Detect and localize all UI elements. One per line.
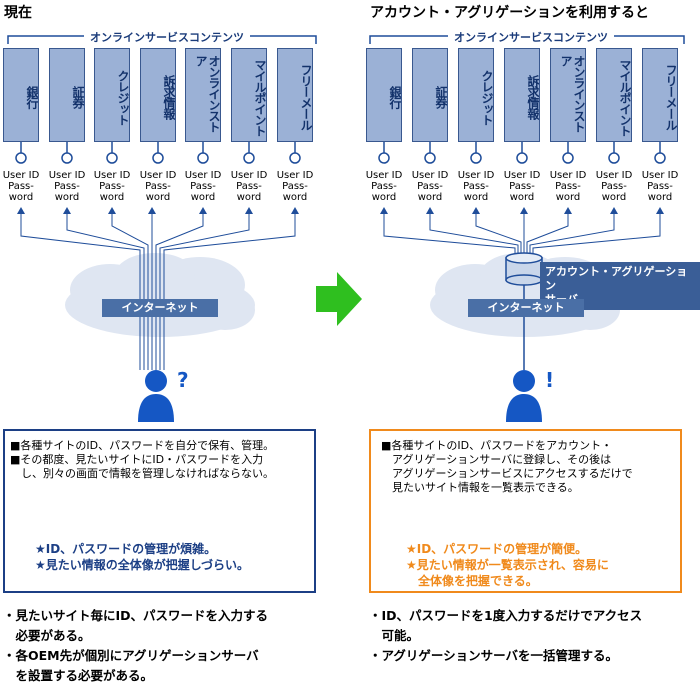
right-box-line: 見たいサイト情報を一覧表示できる。 — [381, 481, 579, 494]
left-service-securities: 証券 — [49, 48, 85, 142]
right-user-icon — [506, 370, 542, 422]
left-title: 現在 — [4, 5, 32, 21]
left-note-line: ・各OEM先が個別にアグリゲーションサーバ — [3, 648, 259, 663]
left-box-line: ■各種サイトのID、パスワードを自分で保有、管理。 — [10, 439, 275, 452]
right-note-line: ・ID、パスワードを1度入力するだけでアクセス — [369, 608, 643, 623]
right-box-line: アグリゲーションサーバに登録し、その後は — [381, 453, 612, 466]
right-result-line: ★ID、パスワードの管理が簡便。 — [406, 542, 588, 556]
left-result-line: ★見たい情報の全体像が把握しづらい。 — [35, 558, 250, 572]
left-service-bank: 銀行 — [3, 48, 39, 142]
right-internet-label: インターネット — [468, 299, 584, 317]
green-arrow-icon — [316, 272, 362, 326]
left-service-mail: フリーメール — [277, 48, 313, 142]
right-title: アカウント・アグリゲーションを利用すると — [370, 5, 650, 21]
left-service-credit: クレジット — [94, 48, 130, 142]
right-note-line: ・アグリゲーションサーバを一括管理する。 — [369, 648, 619, 663]
left-user-icon — [138, 370, 174, 422]
right-box-line: ■各種サイトのID、パスワードをアカウント・ — [381, 439, 613, 452]
left-result-line: ★ID、パスワードの管理が煩雑。 — [35, 542, 217, 556]
right-notes: ・ID、パスワードを1度入力するだけでアクセス 可能。 ・アグリゲーションサーバ… — [369, 606, 689, 666]
left-note-line: を設置する必要がある。 — [3, 668, 154, 683]
right-result-line: ★見たい情報が一覧表示され、容易に — [406, 558, 609, 572]
right-service-info: 訴求情報 — [504, 48, 540, 142]
right-services-header: オンラインサービスコンテンツ — [448, 29, 614, 45]
right-info-box: ■各種サイトのID、パスワードをアカウント・ アグリゲーションサーバに登録し、そ… — [369, 429, 682, 593]
right-service-securities: 証券 — [412, 48, 448, 142]
left-question-mark: ? — [177, 368, 189, 392]
right-service-store: オンラインストア — [550, 48, 586, 142]
left-note-line: ・見たいサイト毎にID、パスワードを入力する — [3, 608, 269, 623]
left-service-mile: マイルポイント — [231, 48, 267, 142]
right-box-line: アグリゲーションサービスにアクセスするだけで — [381, 467, 633, 480]
left-box-line: ■その都度、見たいサイトにID・パスワードを入力 — [10, 453, 264, 466]
left-services-header: オンラインサービスコンテンツ — [84, 29, 250, 45]
right-note-line: 可能。 — [369, 628, 420, 643]
right-result-line: 全体像を把握できる。 — [406, 574, 538, 588]
left-info-box: ■各種サイトのID、パスワードを自分で保有、管理。 ■その都度、見たいサイトにI… — [3, 429, 316, 593]
server-icon — [505, 252, 543, 286]
right-service-mile: マイルポイント — [596, 48, 632, 142]
left-note-line: 必要がある。 — [3, 628, 91, 643]
left-service-info: 訴求情報 — [140, 48, 176, 142]
left-service-store: オンラインストア — [185, 48, 221, 142]
right-service-mail: フリーメール — [642, 48, 678, 142]
left-notes: ・見たいサイト毎にID、パスワードを入力する 必要がある。 ・各OEM先が個別に… — [3, 606, 323, 686]
right-service-bank: 銀行 — [366, 48, 402, 142]
left-box-line: し、別々の画面で情報を管理しなければならない。 — [10, 467, 274, 480]
left-internet-label: インターネット — [102, 299, 218, 317]
right-service-credit: クレジット — [458, 48, 494, 142]
right-exclamation-mark: ! — [545, 368, 555, 392]
